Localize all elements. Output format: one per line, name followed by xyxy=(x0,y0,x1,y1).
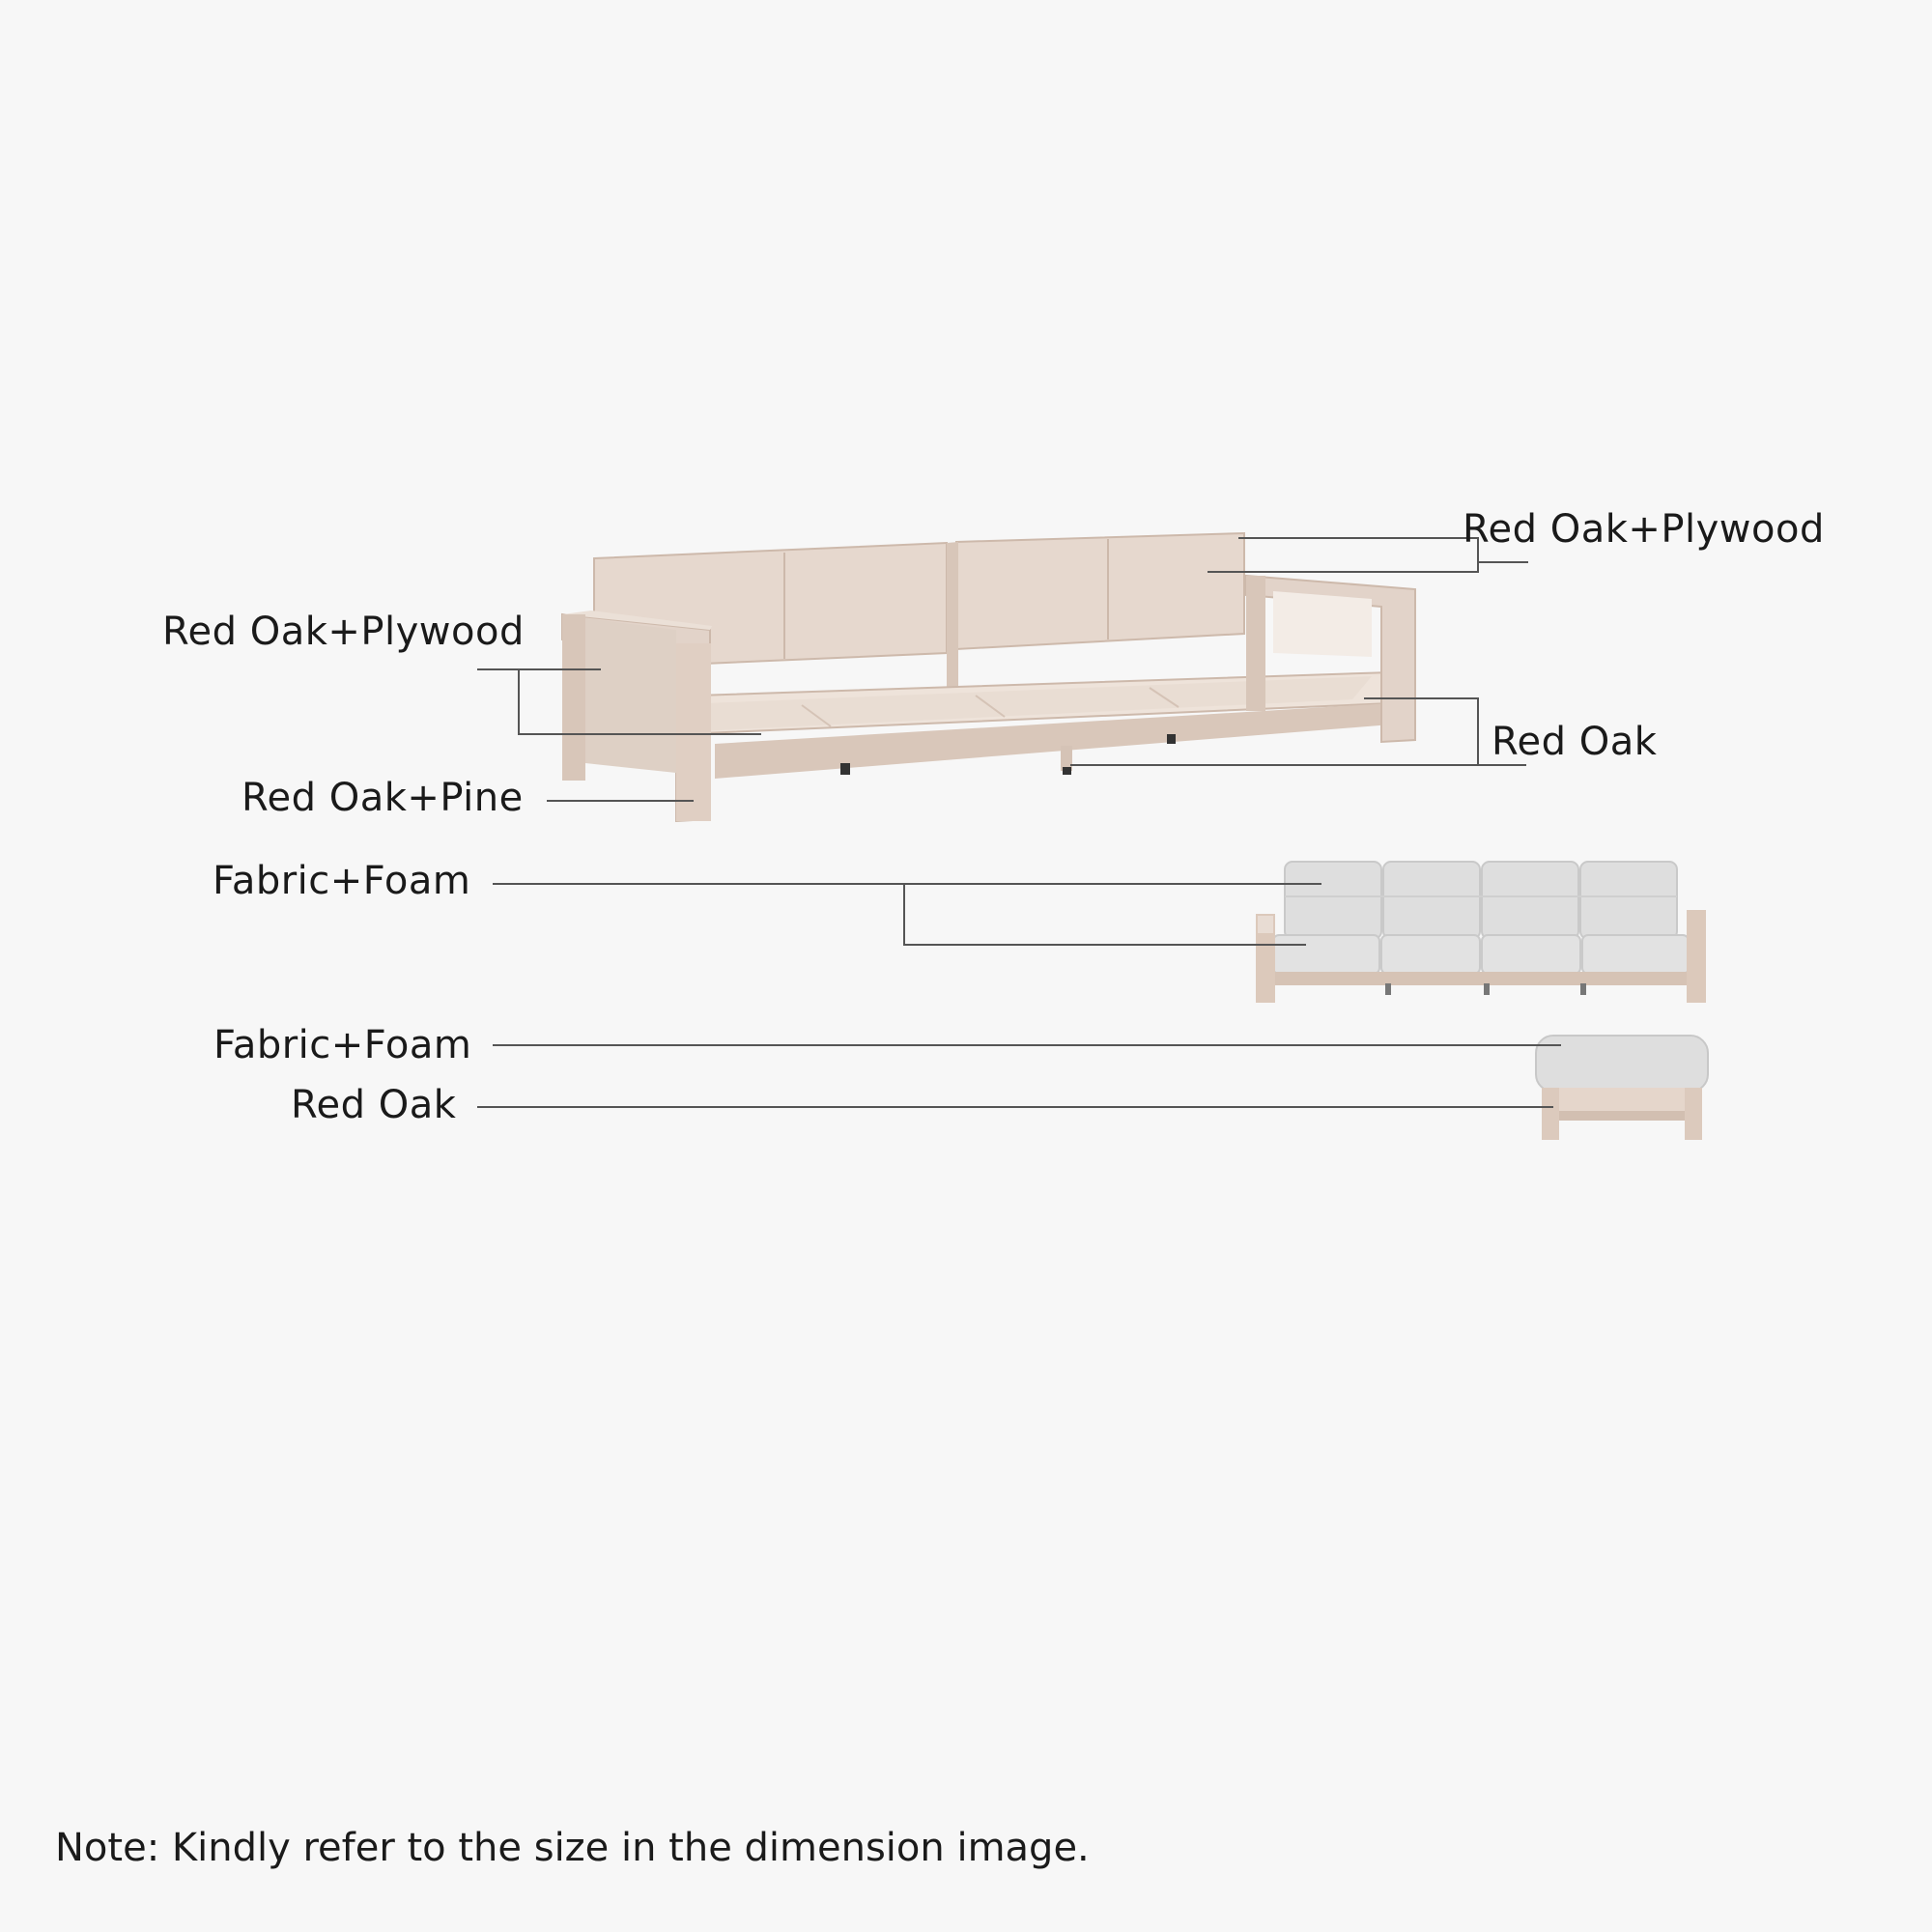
label-ottoman-frame-material: Red Oak xyxy=(291,1083,457,1127)
wooden-sofa-frame-illustration xyxy=(561,531,1416,823)
label-cushions-material: Fabric+Foam xyxy=(213,859,471,903)
ottoman-illustration xyxy=(1535,1035,1709,1140)
label-legs-material: Red Oak+Pine xyxy=(242,776,524,820)
label-right-back-material: Red Oak+Plywood xyxy=(1463,507,1825,552)
label-back-frame-material: Red Oak+Plywood xyxy=(162,610,525,654)
leader-lines xyxy=(477,537,1561,1108)
label-ottoman-cushion-material: Fabric+Foam xyxy=(213,1023,472,1067)
cushioned-sofa-illustration xyxy=(1256,861,1706,1003)
label-base-rails-material: Red Oak xyxy=(1492,720,1658,764)
dimension-note: Note: Kindly refer to the size in the di… xyxy=(55,1826,1090,1870)
